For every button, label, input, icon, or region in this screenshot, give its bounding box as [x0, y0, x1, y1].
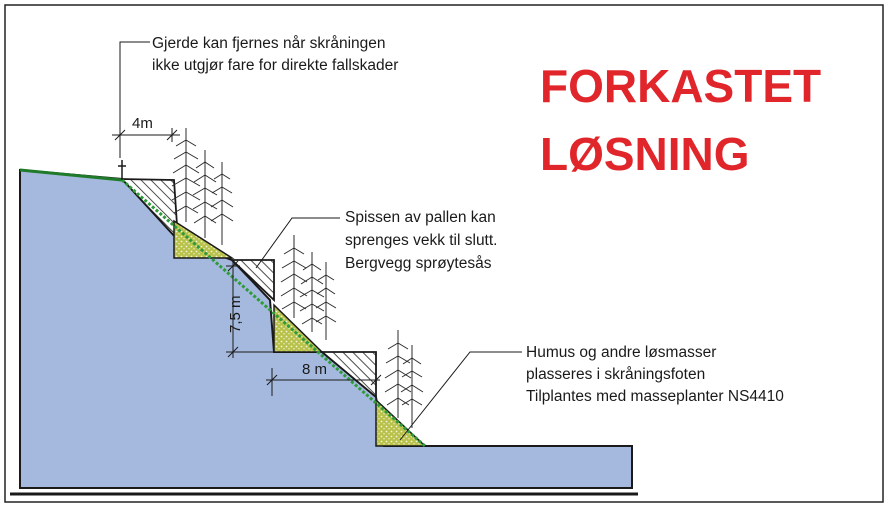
terrain-surface — [19, 168, 123, 182]
tip-leader — [255, 217, 340, 269]
dimension-bench-height-label: 7,5 m — [227, 295, 244, 333]
humus-note-line3: Tilplantes med masseplanter NS4410 — [526, 388, 784, 405]
removable-wedge-3 — [319, 351, 377, 399]
tree-icon — [171, 128, 424, 428]
humus-leader — [399, 351, 522, 441]
humus-note-line2: plasseres i skråningsfoten — [526, 366, 705, 383]
tip-note-line2: sprenges vekk til slutt. — [345, 232, 497, 249]
fence-leader — [119, 41, 150, 158]
fence-note-line1: Gjerde kan fjernes når skråningen — [152, 35, 386, 52]
rejected-stamp-line1: FORKASTET — [540, 60, 821, 112]
fence-note-line2: ikke utgjør fare for direkte fallskader — [152, 57, 398, 74]
dimension-offset-label: 4m — [132, 115, 153, 132]
tip-note-line3: Bergvegg sprøytesås — [345, 255, 492, 272]
dimension-offset — [112, 128, 180, 142]
dimension-bench-width — [266, 368, 382, 396]
humus-note-line1: Humus og andre løsmasser — [526, 344, 716, 361]
dimension-bench-height — [226, 260, 275, 358]
dimension-bench-width-label: 8 m — [302, 361, 327, 378]
removable-wedge-1 — [119, 178, 180, 243]
soil-fill-2 — [273, 303, 324, 353]
vegetation-slope-line — [121, 178, 426, 448]
fence-post-icon — [118, 160, 126, 180]
rejected-stamp-line2: LØSNING — [540, 128, 750, 180]
tip-note-line1: Spissen av pallen kan — [345, 209, 496, 226]
removable-wedge-2 — [229, 259, 275, 303]
soil-fill-1 — [173, 219, 235, 259]
diagram-frame — [4, 4, 884, 503]
